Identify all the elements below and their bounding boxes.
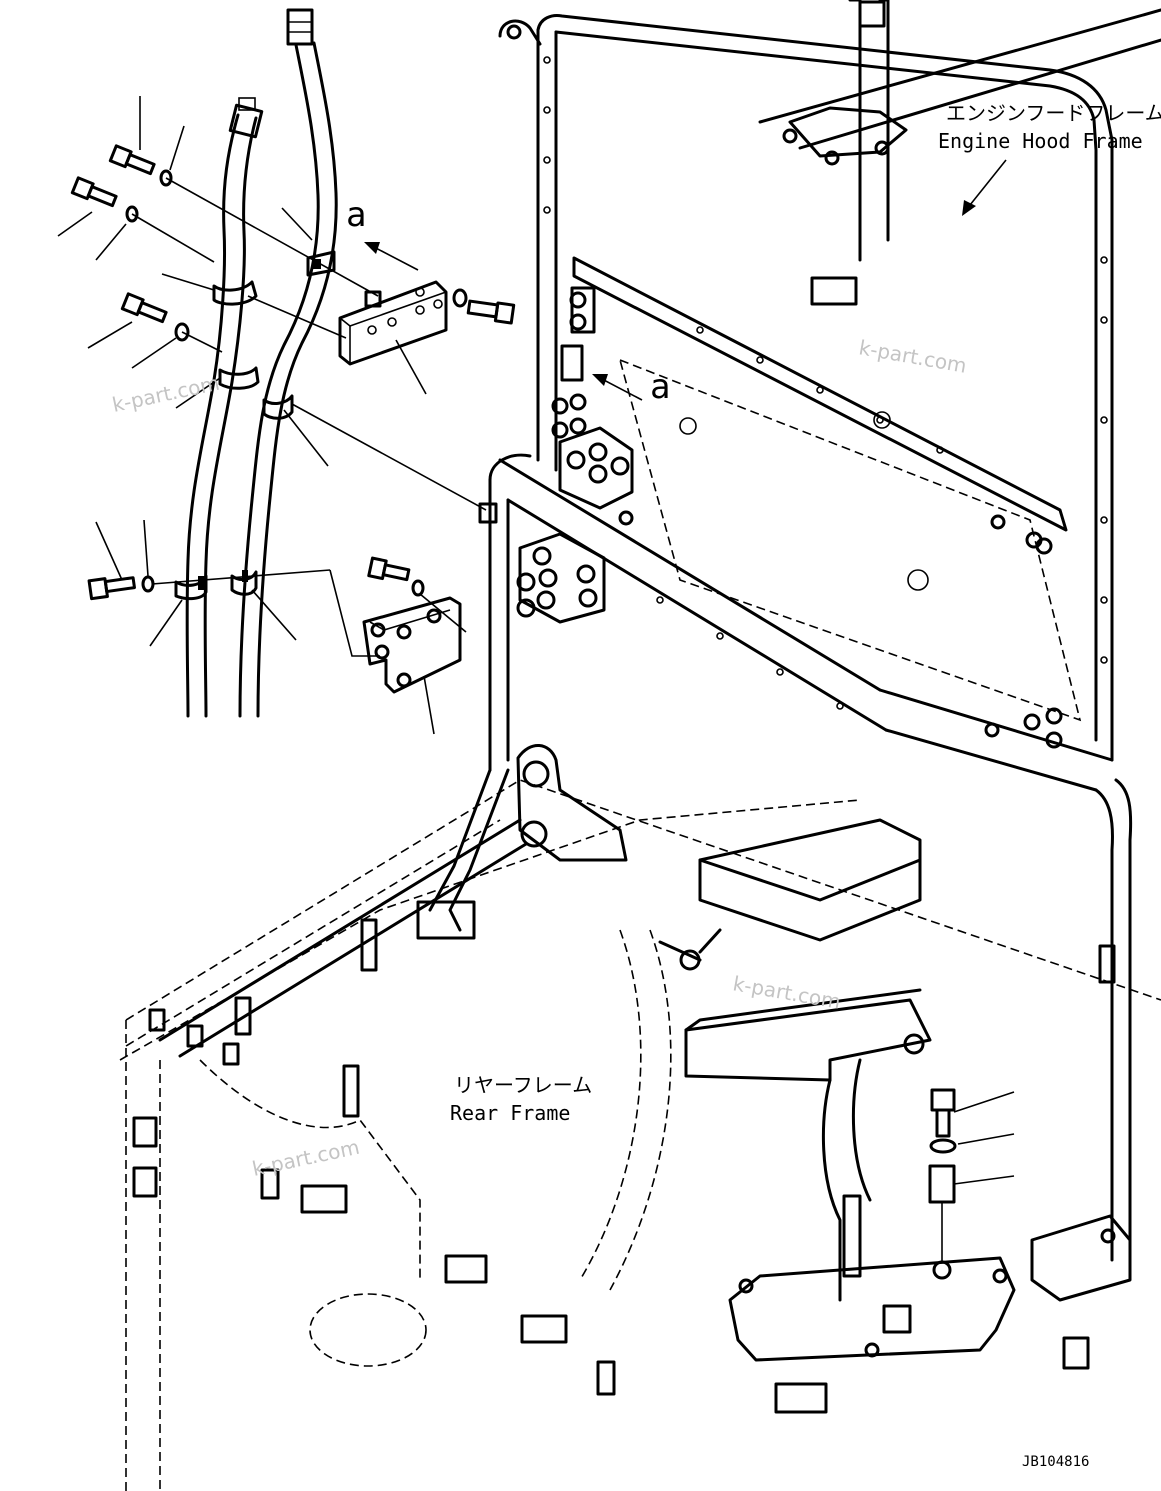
washer-3: [174, 322, 190, 342]
bolt-3: [120, 292, 168, 324]
hose-right: [238, 8, 338, 718]
diagram-labels: エンジンフードフレーム Engine Hood Frame リヤーフレーム Re…: [346, 101, 1161, 1470]
hose-clamps: [174, 250, 336, 601]
clamp-middle-right: [262, 394, 294, 420]
view-a-label-upper: a: [346, 195, 366, 235]
drawing-id: JB104816: [1022, 1454, 1089, 1470]
clamp-middle-left: [218, 366, 260, 390]
bolt-2: [70, 176, 118, 208]
frame-holes: [543, 56, 1108, 710]
washer-2: [125, 205, 139, 223]
bolt-4: [87, 576, 136, 601]
clamp-upper-right: [306, 250, 336, 277]
rear-frame-label-en: Rear Frame: [450, 1101, 570, 1125]
washer-4: [141, 575, 155, 593]
washer-6: [411, 579, 425, 597]
rear-frame-bosses: [132, 918, 1116, 1414]
bolt-6: [367, 556, 411, 582]
spacer-assembly: [928, 1088, 957, 1262]
clamp-upper-left: [212, 280, 258, 306]
rear-frame-label-jp: リヤーフレーム: [454, 1073, 592, 1097]
washer-1: [159, 169, 173, 187]
hose-left: [185, 97, 264, 718]
bracket-lower: [362, 596, 462, 694]
washer-5: [452, 288, 468, 308]
leader-lines: [57, 96, 1015, 1185]
engine-hood-frame-label-jp: エンジンフードフレーム: [946, 101, 1161, 125]
hydraulic-hoses: [185, 8, 338, 718]
clamp-lower-left: [174, 574, 208, 601]
engine-hood-frame: [488, 0, 1161, 1262]
bracket-upper: [338, 280, 448, 366]
rear-frame-opening: [309, 1293, 427, 1367]
engine-hood-frame-label-en: Engine Hood Frame: [938, 129, 1143, 153]
watermark: k-part.com: [110, 371, 222, 417]
bolt-1: [108, 144, 156, 176]
fasteners-left: [70, 144, 516, 601]
rear-frame: [119, 744, 1161, 1491]
watermark: k-part.com: [857, 335, 968, 378]
view-a-label-middle: a: [650, 367, 670, 407]
bolt-5: [466, 299, 516, 325]
watermark: k-part.com: [250, 1135, 362, 1181]
